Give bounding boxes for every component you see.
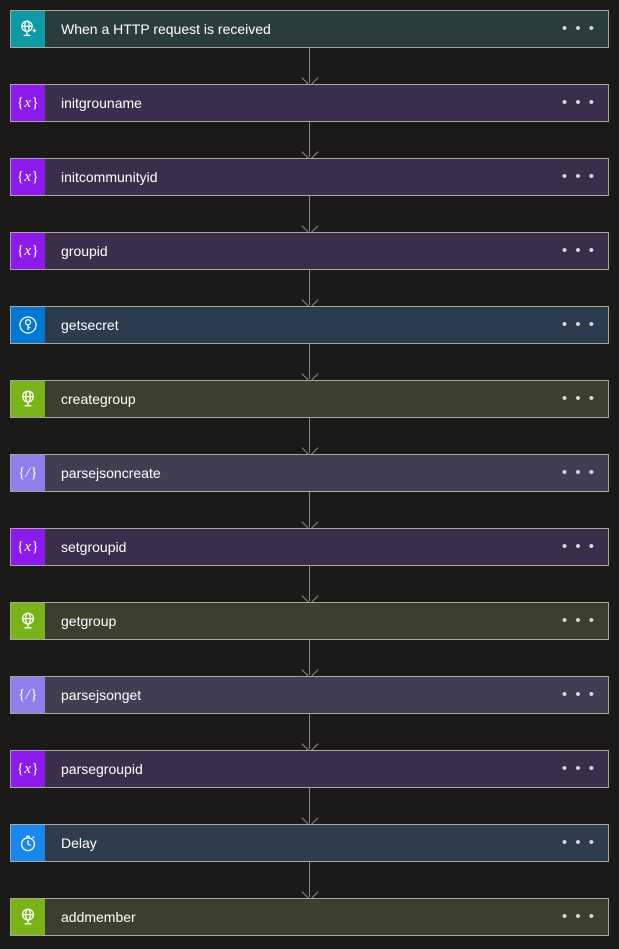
parse-json-icon: {/}	[11, 677, 45, 713]
card-title: addmember	[61, 908, 136, 925]
parse-json-icon: {/}	[11, 455, 45, 491]
connector-creategroup-to-parsejsoncreate	[309, 418, 310, 453]
card-title: initcommunityid	[61, 168, 158, 185]
card-body: getgroup • • •	[45, 603, 608, 639]
card-more-menu-icon[interactable]: • • •	[561, 168, 596, 185]
variable-braces-x-icon: {x}	[11, 529, 45, 565]
card-title: setgroupid	[61, 538, 127, 555]
card-body: setgroupid • • •	[45, 529, 608, 565]
action-card-addmember[interactable]: addmember • • •	[10, 898, 609, 936]
card-more-menu-icon[interactable]: • • •	[561, 20, 596, 37]
connector-initgrouname-to-initcommunityid	[309, 122, 310, 157]
card-title: getgroup	[61, 612, 117, 629]
card-more-menu-icon[interactable]: • • •	[561, 316, 596, 333]
connector-parsejsoncreate-to-setgroupid	[309, 492, 310, 527]
card-title: When a HTTP request is received	[61, 20, 271, 37]
trigger-card-when-a-http-request-is-received[interactable]: When a HTTP request is received • • •	[10, 10, 609, 48]
card-more-menu-icon[interactable]: • • •	[561, 94, 596, 111]
card-body: groupid • • •	[45, 233, 608, 269]
card-body: Delay • • •	[45, 825, 608, 861]
card-body: parsejsonget • • •	[45, 677, 608, 713]
variable-braces-x-icon: {x}	[11, 85, 45, 121]
connector-groupid-to-getsecret	[309, 270, 310, 305]
variable-braces-x-icon: {x}	[11, 751, 45, 787]
key-vault-icon	[11, 307, 45, 343]
connector-delay-to-addmember	[309, 862, 310, 897]
card-more-menu-icon[interactable]: • • •	[561, 242, 596, 259]
variable-braces-x-icon: {x}	[11, 159, 45, 195]
globe-icon	[11, 381, 45, 417]
connector-getsecret-to-creategroup	[309, 344, 310, 379]
action-card-initgrouname[interactable]: {x} initgrouname • • •	[10, 84, 609, 122]
globe-plus-icon	[11, 11, 45, 47]
card-body: getsecret • • •	[45, 307, 608, 343]
action-card-getgroup[interactable]: getgroup • • •	[10, 602, 609, 640]
card-more-menu-icon[interactable]: • • •	[561, 686, 596, 703]
card-title: parsejsonget	[61, 686, 142, 703]
action-card-initcommunityid[interactable]: {x} initcommunityid • • •	[10, 158, 609, 196]
variable-braces-x-icon: {x}	[11, 233, 45, 269]
connector-parsegroupid-to-delay	[309, 788, 310, 823]
card-title: groupid	[61, 242, 108, 259]
connector-getgroup-to-parsejsonget	[309, 640, 310, 675]
card-body: creategroup • • •	[45, 381, 608, 417]
connector-setgroupid-to-getgroup	[309, 566, 310, 601]
connector-initcommunityid-to-groupid	[309, 196, 310, 231]
card-body: parsejsoncreate • • •	[45, 455, 608, 491]
card-body: When a HTTP request is received • • •	[45, 11, 608, 47]
card-title: parsejsoncreate	[61, 464, 161, 481]
action-card-delay[interactable]: Delay • • •	[10, 824, 609, 862]
connector-when-a-http-request-is-received-to-initgrouname	[309, 48, 310, 83]
card-more-menu-icon[interactable]: • • •	[561, 908, 596, 925]
card-title: creategroup	[61, 390, 136, 407]
card-body: addmember • • •	[45, 899, 608, 935]
card-body: parsegroupid • • •	[45, 751, 608, 787]
action-card-parsejsonget[interactable]: {/} parsejsonget • • •	[10, 676, 609, 714]
card-more-menu-icon[interactable]: • • •	[561, 612, 596, 629]
card-more-menu-icon[interactable]: • • •	[561, 538, 596, 555]
card-title: parsegroupid	[61, 760, 143, 777]
globe-icon	[11, 603, 45, 639]
action-card-creategroup[interactable]: creategroup • • •	[10, 380, 609, 418]
card-title: getsecret	[61, 316, 119, 333]
action-card-getsecret[interactable]: getsecret • • •	[10, 306, 609, 344]
card-body: initgrouname • • •	[45, 85, 608, 121]
action-card-setgroupid[interactable]: {x} setgroupid • • •	[10, 528, 609, 566]
card-title: initgrouname	[61, 94, 142, 111]
card-more-menu-icon[interactable]: • • •	[561, 760, 596, 777]
action-card-parsejsoncreate[interactable]: {/} parsejsoncreate • • •	[10, 454, 609, 492]
card-more-menu-icon[interactable]: • • •	[561, 464, 596, 481]
card-body: initcommunityid • • •	[45, 159, 608, 195]
stopwatch-icon	[11, 825, 45, 861]
card-more-menu-icon[interactable]: • • •	[561, 390, 596, 407]
action-card-parsegroupid[interactable]: {x} parsegroupid • • •	[10, 750, 609, 788]
card-more-menu-icon[interactable]: • • •	[561, 834, 596, 851]
action-card-groupid[interactable]: {x} groupid • • •	[10, 232, 609, 270]
connector-parsejsonget-to-parsegroupid	[309, 714, 310, 749]
card-title: Delay	[61, 834, 97, 851]
globe-icon	[11, 899, 45, 935]
